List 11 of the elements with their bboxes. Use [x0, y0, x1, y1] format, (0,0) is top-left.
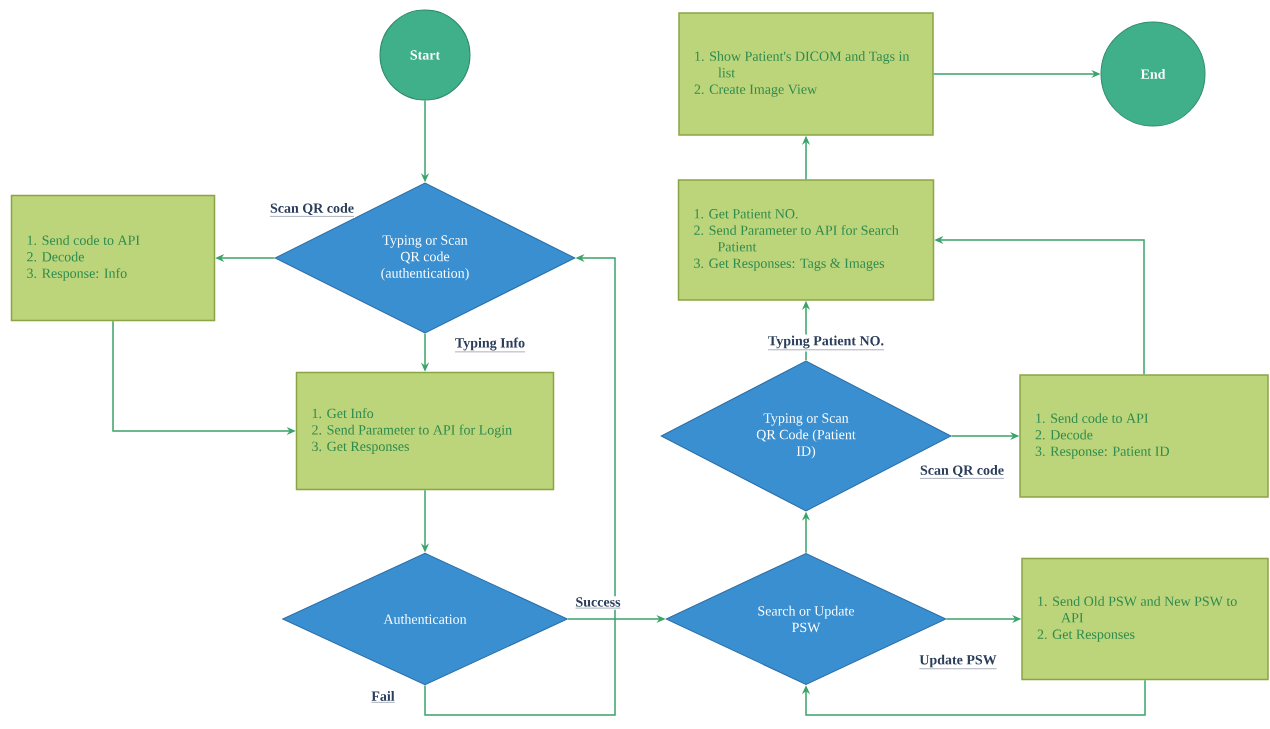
process-box: 1. Get Patient NO. 2. Send Parameter to API for Search Patient 3. Get Responses: Tags & Images [677, 179, 935, 301]
edge-label: Success [574, 596, 622, 610]
edge-label: Typing Info [453, 336, 527, 354]
process-box: 1. Show Patient's DICOM and Tags in list 2. Create Image View [678, 12, 934, 136]
process-box: 1. Get Info 2. Send Parameter to API for Login 3. Get Responses [295, 371, 555, 491]
edge-label: Typing Patient NO. [767, 334, 885, 352]
process-box: 1. Send code to API 2. Decode 3. Response: Patient ID [1019, 374, 1269, 498]
edge-label: Fail [370, 690, 396, 704]
process-box: 1. Send code to API 2. Decode 3. Response: Info [10, 194, 216, 322]
process-box: 1. Send Old PSW and New PSW to API 2. Get Responses [1021, 557, 1269, 681]
arrow [801, 679, 1146, 716]
